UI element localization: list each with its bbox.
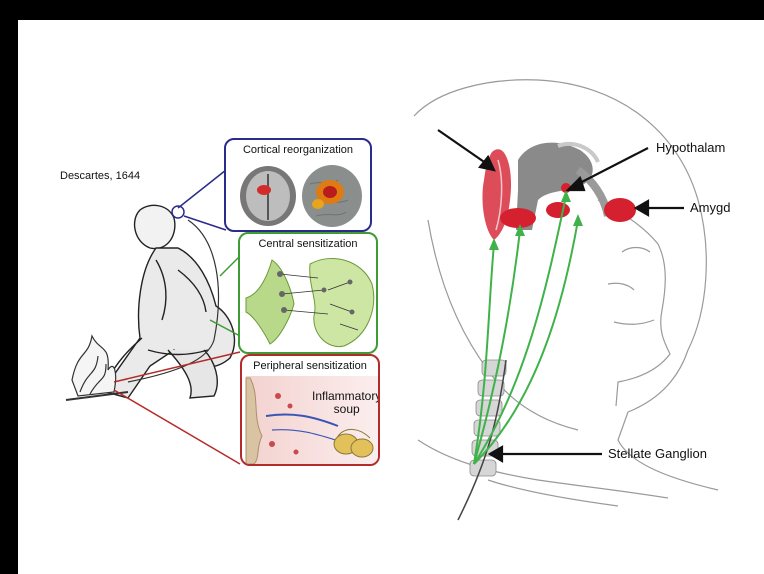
amygdala-label: Amygd bbox=[690, 200, 730, 215]
hypothalamus-label: Hypothalam bbox=[656, 140, 725, 155]
figure-frame: Descartes, 1644 Cortical reorganization … bbox=[18, 20, 764, 574]
hippocampus-structure bbox=[500, 208, 536, 228]
stellate-ganglion-label: Stellate Ganglion bbox=[608, 446, 707, 461]
amygdala-structure bbox=[604, 198, 636, 222]
cortex-arrow bbox=[438, 130, 490, 166]
head-illustration bbox=[18, 20, 764, 574]
